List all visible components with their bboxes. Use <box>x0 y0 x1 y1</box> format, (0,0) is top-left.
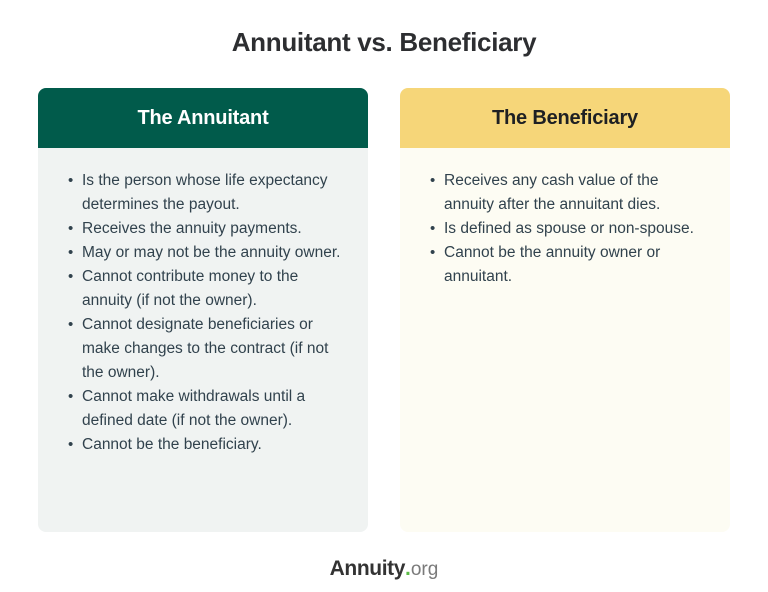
logo-brand-text: Annuity <box>329 557 406 580</box>
list-item: Cannot be the beneficiary. <box>68 433 346 457</box>
list-item: Cannot make withdrawals until a defined … <box>68 385 346 433</box>
list-item: Is defined as spouse or non-spouse. <box>430 217 708 241</box>
annuitant-card-header: The Annuitant <box>38 88 368 148</box>
beneficiary-card: The Beneficiary Receives any cash value … <box>400 88 730 532</box>
list-item: Cannot designate beneficiaries or make c… <box>68 313 346 385</box>
comparison-columns: The Annuitant Is the person whose life e… <box>38 88 730 532</box>
beneficiary-card-header: The Beneficiary <box>400 88 730 148</box>
annuitant-card-body: Is the person whose life expectancy dete… <box>38 148 368 532</box>
logo-dot: . <box>405 557 411 580</box>
list-item: Is the person whose life expectancy dete… <box>68 169 346 217</box>
list-item: Receives the annuity payments. <box>68 217 346 241</box>
beneficiary-card-body: Receives any cash value of the annuity a… <box>400 148 730 532</box>
page-title: Annuitant vs. Beneficiary <box>231 27 537 57</box>
list-item: Receives any cash value of the annuity a… <box>430 169 708 217</box>
beneficiary-bullet-list: Receives any cash value of the annuity a… <box>430 169 708 289</box>
annuitant-bullet-list: Is the person whose life expectancy dete… <box>68 169 346 457</box>
list-item: May or may not be the annuity owner. <box>68 241 346 265</box>
annuity-org-logo[interactable]: Annuity.org <box>0 557 768 581</box>
logo-tld-text: org <box>410 559 439 580</box>
list-item: Cannot be the annuity owner or annuitant… <box>430 241 708 289</box>
annuitant-card: The Annuitant Is the person whose life e… <box>38 88 368 532</box>
list-item: Cannot contribute money to the annuity (… <box>68 265 346 313</box>
